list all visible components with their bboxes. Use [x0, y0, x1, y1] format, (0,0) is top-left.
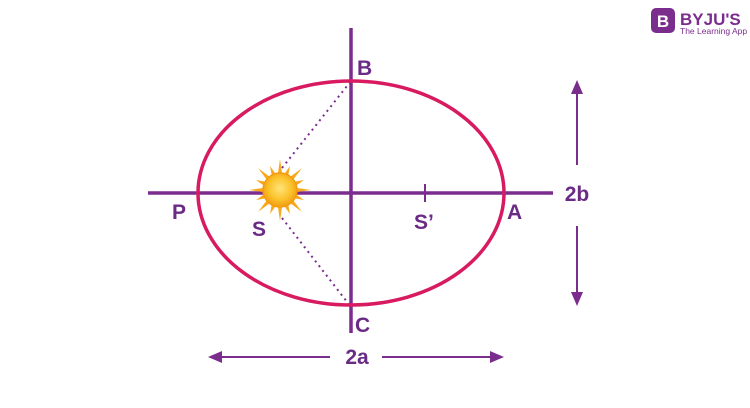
arrowhead-up [571, 80, 583, 94]
arrowhead-right [490, 351, 504, 363]
brand-tagline: The Learning App [680, 26, 747, 36]
sun-ray [284, 204, 290, 215]
label-2a: 2a [345, 346, 369, 369]
sun-ray [284, 165, 290, 176]
label-s-prime: S’ [414, 211, 434, 234]
sun-ray [294, 180, 305, 186]
sun-ray [270, 165, 276, 176]
sun-ray [277, 159, 283, 174]
brand-name: BYJU'S [680, 10, 741, 29]
brand-logo-letter: B [657, 12, 669, 31]
label-p: P [172, 201, 186, 224]
dimension-2a: 2a [208, 346, 504, 369]
sun-ray [277, 206, 283, 221]
orbit-ellipse [196, 79, 506, 307]
sun-ray [296, 187, 311, 193]
label-b: B [357, 57, 372, 80]
sun-icon [249, 159, 311, 221]
sun-ray [270, 204, 276, 215]
sun-disc [262, 172, 298, 208]
dimension-2b: 2b [565, 80, 590, 306]
arrowhead-down [571, 292, 583, 306]
label-s: S [252, 218, 266, 241]
sun-ray [290, 200, 302, 212]
byjus-logo-icon [651, 8, 675, 33]
sun-ray [290, 168, 302, 180]
sun-ray [249, 187, 264, 193]
brand-logo: B BYJU'S The Learning App [651, 8, 747, 36]
arrowhead-left [208, 351, 222, 363]
label-c: C [355, 314, 370, 337]
label-2b: 2b [565, 183, 590, 206]
sun-ray [255, 180, 266, 186]
sun-ray [255, 194, 266, 200]
focal-line-s-to-c [281, 217, 352, 308]
sun-ray [294, 194, 305, 200]
label-a: A [507, 201, 522, 224]
sun-ray [258, 168, 270, 180]
sun-ray [258, 200, 270, 212]
focal-line-s-to-b [281, 80, 352, 169]
